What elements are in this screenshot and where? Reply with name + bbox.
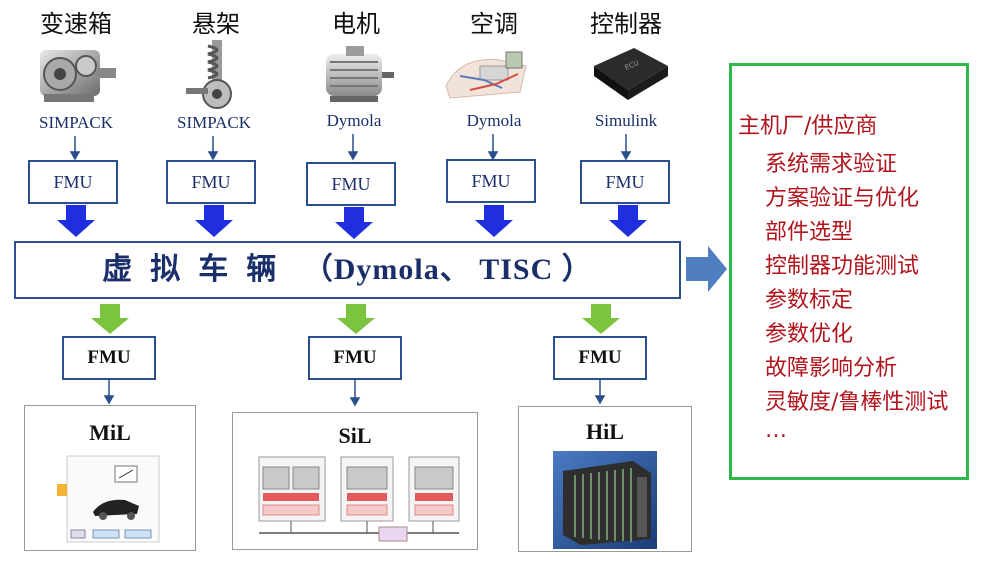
blue-arrow-1 xyxy=(57,205,95,237)
blue-arrow-2 xyxy=(195,205,233,237)
sil-title: SiL xyxy=(338,423,372,448)
tool-label-suspension: SIMPACK xyxy=(176,113,252,132)
gearbox-icon xyxy=(40,50,116,102)
sil-ecu-diagram xyxy=(258,456,460,542)
role-item: … xyxy=(765,418,787,443)
role-item: 系统需求验证 xyxy=(765,152,898,177)
component-title-ac: 空调 xyxy=(470,10,518,38)
component-title-motor: 电机 xyxy=(332,10,380,38)
motor-icon xyxy=(326,46,394,102)
virtual-vehicle-tools: （Dymola、 TISC ） xyxy=(302,253,593,286)
hil-rack-image xyxy=(553,451,657,549)
sil-panel: SiL xyxy=(232,412,478,550)
virtual-vehicle-bar: 虚拟车辆 （Dymola、 TISC ） xyxy=(14,241,681,299)
fmu-box-controller: FMU xyxy=(580,160,670,204)
suspension-icon xyxy=(186,40,232,109)
green-arrow-2 xyxy=(337,304,375,334)
role-item: 故障影响分析 xyxy=(765,356,898,381)
role-item: 灵敏度/鲁棒性测试 xyxy=(765,390,949,415)
mil-panel: MiL xyxy=(24,405,196,551)
green-arrow-1 xyxy=(91,304,129,334)
fmu-box-gearbox: FMU xyxy=(28,160,118,204)
green-arrow-3 xyxy=(582,304,620,334)
fmu-box-hil: FMU xyxy=(553,336,647,380)
side-arrow xyxy=(686,246,727,292)
hil-title: HiL xyxy=(586,419,624,444)
role-item: 参数优化 xyxy=(765,322,854,347)
air-conditioning-icon xyxy=(445,51,527,99)
virtual-vehicle-title: 虚拟车辆 xyxy=(102,252,295,287)
fmu-box-suspension: FMU xyxy=(166,160,256,204)
hil-panel: HiL xyxy=(518,406,692,552)
component-title-suspension: 悬架 xyxy=(192,10,240,38)
mil-title: MiL xyxy=(89,420,131,445)
role-item: 部件选型 xyxy=(765,220,854,245)
tool-label-controller: Simulink xyxy=(594,111,658,130)
fmu-box-motor: FMU xyxy=(306,162,396,206)
component-title-controller: 控制器 xyxy=(590,10,662,38)
tool-label-gearbox: SIMPACK xyxy=(38,113,114,132)
role-item: 控制器功能测试 xyxy=(765,254,920,279)
blue-arrow-4 xyxy=(475,205,513,237)
blue-arrow-5 xyxy=(609,205,647,237)
roles-heading: 主机厂/供应商 xyxy=(738,114,878,139)
mil-model-diagram xyxy=(57,455,160,543)
role-item: 参数标定 xyxy=(765,288,854,313)
component-title-gearbox: 变速箱 xyxy=(40,10,112,38)
fmu-box-ac: FMU xyxy=(446,159,536,203)
fmu-box-mil: FMU xyxy=(62,336,156,380)
fmu-box-sil: FMU xyxy=(308,336,402,380)
controller-icon: ECU xyxy=(594,48,668,100)
tool-label-motor: Dymola xyxy=(326,111,382,130)
blue-arrow-3 xyxy=(335,207,373,239)
role-item: 方案验证与优化 xyxy=(765,186,920,211)
roles-panel xyxy=(729,63,969,480)
tool-label-ac: Dymola xyxy=(466,111,522,130)
virtual-vehicle-label: 虚拟车辆 （Dymola、 TISC ） xyxy=(16,243,679,297)
